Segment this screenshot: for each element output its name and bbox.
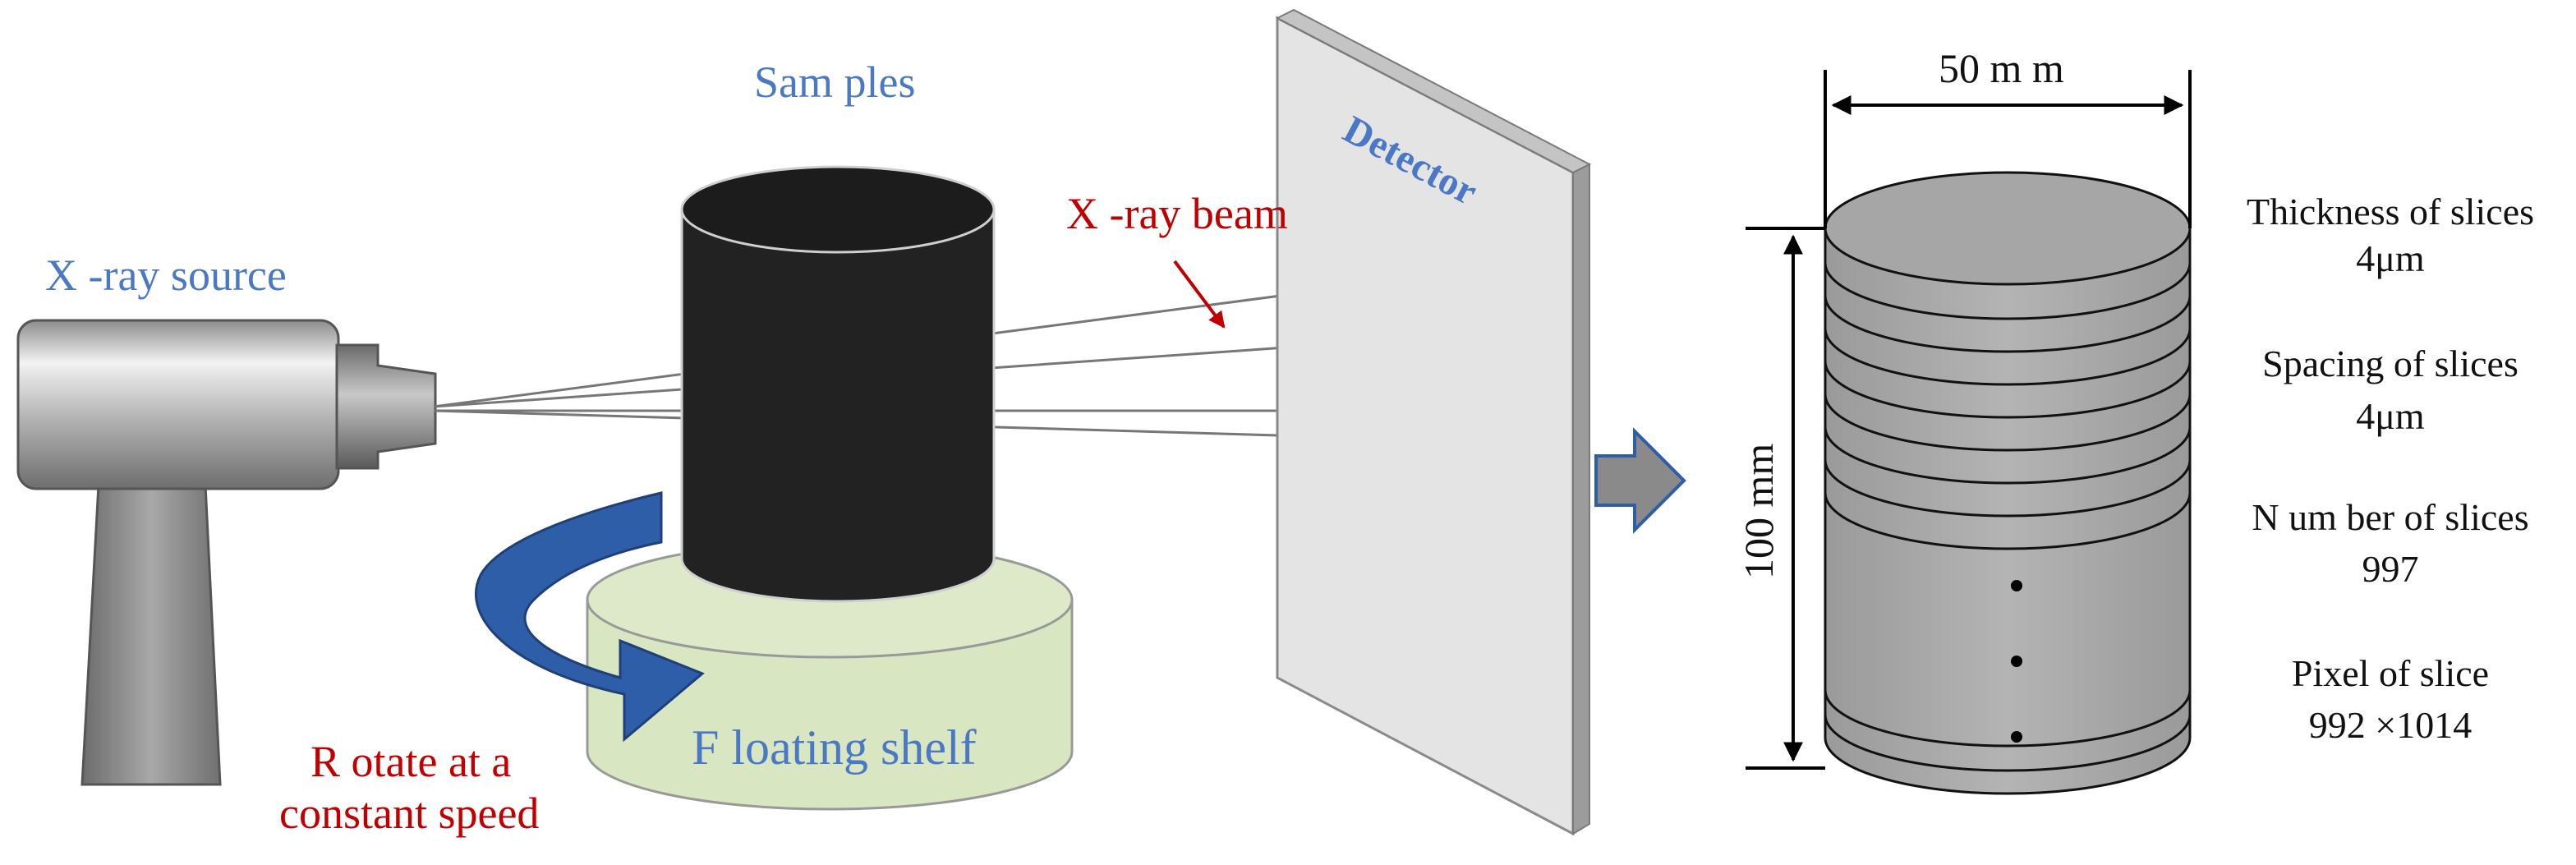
spec-spacing-title: Spacing of slices [2262, 343, 2518, 384]
spec-number-title: N um ber of slices [2252, 496, 2528, 538]
ellipsis-dot [2011, 731, 2022, 743]
xray-source-body [16, 319, 340, 490]
spec-number-value: 997 [2362, 548, 2419, 590]
xray-beam-label: X -ray beam [1066, 189, 1288, 238]
width-dimension-label: 50 m m [1939, 45, 2064, 91]
ellipsis-dot [2011, 580, 2022, 591]
xray-source-handle [80, 483, 222, 786]
ellipsis-dot [2011, 656, 2022, 667]
rotate-label-line1: R otate at a [310, 737, 511, 786]
spec-thickness-title: Thickness of slices [2247, 191, 2534, 232]
rotate-arrow [475, 491, 705, 743]
slice-lines [1824, 262, 2192, 772]
height-dimension-label: 100 mm [1736, 444, 1782, 579]
spec-pixel-value: 992 ×1014 [2309, 704, 2472, 746]
sample-cylinder [680, 165, 996, 603]
spec-pixel-title: Pixel of slice [2292, 652, 2489, 694]
width-dimension [1824, 70, 2192, 228]
detector-panel [1275, 8, 1592, 836]
beam-pointer-arrow [1173, 260, 1226, 329]
process-arrow-icon [1594, 427, 1686, 534]
height-dimension [1746, 227, 1825, 770]
xray-source-nozzle [335, 343, 437, 470]
samples-label: Sam ples [754, 58, 916, 107]
spec-spacing-value: 4μm [2356, 395, 2425, 437]
rotate-label-line2: constant speed [279, 789, 539, 838]
xray-source [16, 319, 437, 786]
spec-thickness-value: 4μm [2356, 237, 2425, 279]
xray-source-label: X -ray source [45, 251, 287, 300]
floating-shelf-label: F loating shelf [692, 720, 977, 775]
sliced-cylinder [1824, 171, 2192, 795]
